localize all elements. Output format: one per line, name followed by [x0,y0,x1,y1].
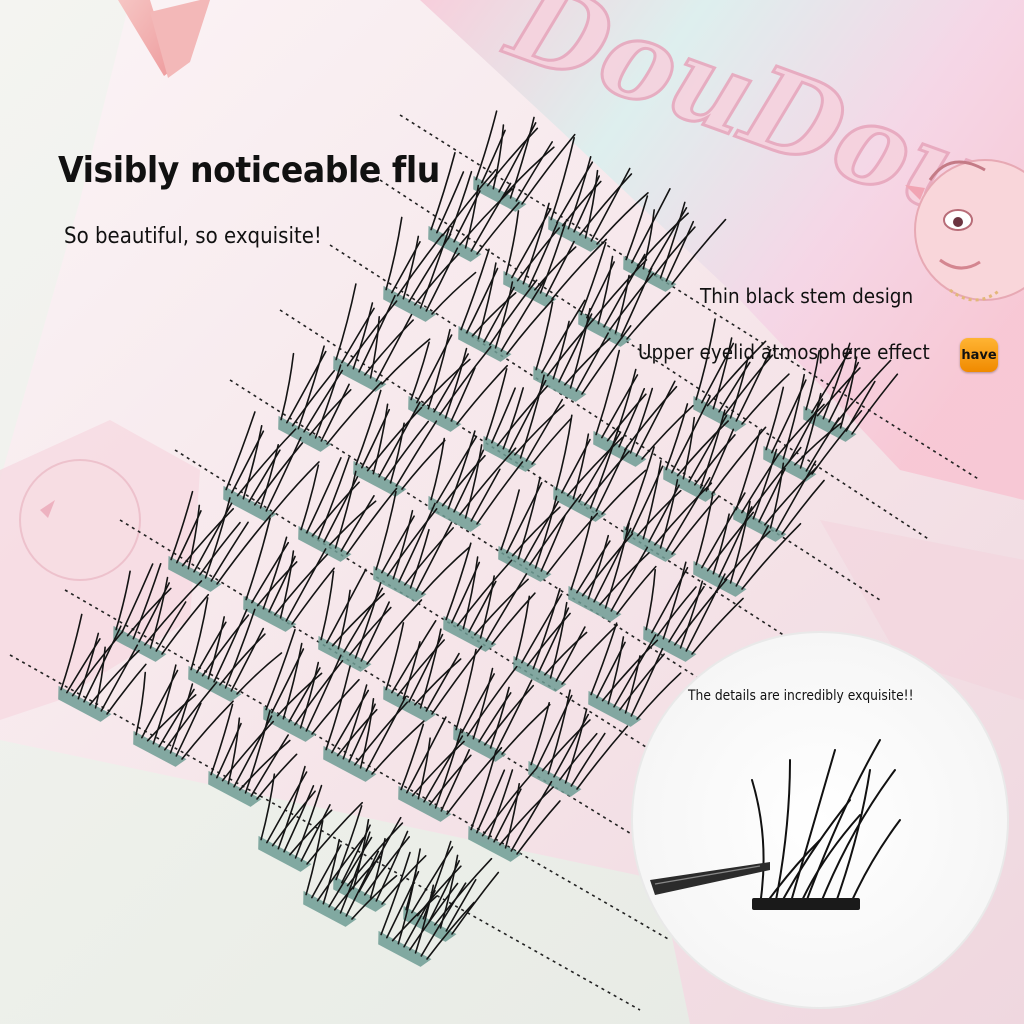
lash-cluster [258,765,364,872]
lash-cluster [568,515,657,622]
lash-cluster [298,456,398,562]
lash-cluster [353,389,446,497]
lash-cluster [383,216,477,322]
lash-cluster [333,283,431,392]
lash-cluster [318,568,423,672]
lash-cluster [428,430,524,532]
lash-cluster [278,345,383,452]
lash-cluster [468,750,561,862]
lash-cluster [588,622,682,727]
lash-cluster [513,588,618,692]
lash-cluster [693,492,802,597]
have-badge: have [960,338,998,372]
lash-cluster [593,349,694,467]
lash-cluster [323,665,425,782]
lash-cluster [303,819,398,927]
lash-cluster [578,241,671,347]
cartoon-character-left [19,459,141,581]
lash-closeup [751,739,901,906]
lash-cluster [408,328,509,432]
lash-cluster [378,851,475,967]
lash-cluster [208,703,298,807]
lash-cluster [663,395,767,502]
lash-cluster [473,110,576,212]
lash-cluster [643,561,744,662]
lash-cluster [263,628,360,742]
needle-tweezer [650,862,770,895]
lash-cluster [498,476,599,582]
lash-cluster [533,299,632,402]
tweezer-icon [118,0,210,78]
lash-cluster [528,689,629,797]
lash-cluster [458,248,554,362]
subline: So beautiful, so exquisite! [64,224,322,249]
lash-cluster [243,517,335,632]
lash-cluster [453,648,551,762]
lash-cluster [223,411,320,522]
atmosphere-caption: Upper eyelid atmosphere effect [638,340,930,364]
lash-cluster [733,429,825,542]
lash-cluster [168,490,272,592]
detail-magnifier [631,631,1009,1009]
lash-cluster [373,490,471,602]
stem-design-caption: Thin black stem design [700,284,914,308]
lash-cluster [113,562,210,662]
lash-cluster [763,373,863,482]
lash-cluster [398,716,503,822]
lash-cluster [623,446,719,562]
detail-caption: The details are incredibly exquisite!! [688,688,914,704]
lash-cluster [58,613,147,722]
headline: Visibly noticeable flu [58,150,440,191]
lash-cluster [553,414,647,522]
lash-cluster [383,619,483,722]
lash-cluster [133,664,234,767]
cartoon-character [905,159,1024,302]
lash-cluster [443,542,536,652]
lash-cluster [548,137,649,252]
lash-clusters [58,110,899,967]
